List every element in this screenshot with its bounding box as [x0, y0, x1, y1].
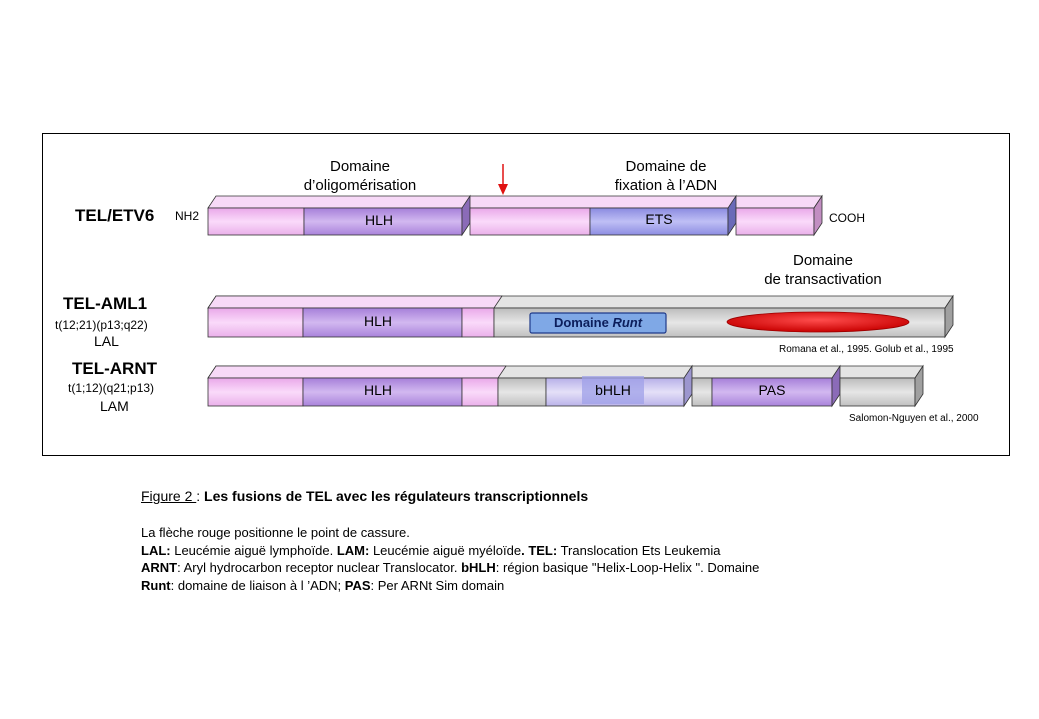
tel-segment-nh2	[207, 207, 305, 236]
tel-cooh: COOH	[829, 211, 865, 225]
notes-line-4: Runt: domaine de liaison à l ’ADN; PAS: …	[141, 577, 759, 595]
notes-line-3: ARNT: Aryl hydrocarbon receptor nuclear …	[141, 559, 759, 577]
aml1-translocation: t(12;21)(p13;q22)	[55, 318, 148, 332]
domain-adn-label: Domaine de fixation à l’ADN	[576, 157, 756, 195]
note-lal-value: Leucémie aiguë lymphoïde.	[170, 542, 337, 558]
note-tel-key: . TEL:	[521, 542, 558, 558]
note-lam-key: LAM:	[336, 542, 370, 558]
aml1-leukemia-type: LAL	[94, 333, 119, 349]
tel-nh2: NH2	[175, 209, 200, 223]
aml1-bar	[207, 294, 954, 339]
figure-notes: La flèche rouge positionne le point de c…	[141, 524, 759, 594]
aml1-segment-hlh	[302, 307, 463, 338]
domain-oligo-label: Domaine d’oligomérisation	[270, 157, 450, 195]
tel-segment-hlh	[303, 207, 463, 236]
arnt-bar	[207, 364, 924, 408]
figure-caption: Figure 2 : Les fusions de TEL avec les r…	[141, 488, 588, 504]
note-bhlh-key: bHLH	[461, 560, 496, 575]
runt-domain-box	[529, 312, 667, 334]
tel-ets-label: ETS	[645, 211, 673, 227]
domain-oligo-line2: d’oligomérisation	[303, 177, 417, 194]
arnt-segment-gray-2	[691, 377, 713, 407]
tel-bar	[207, 194, 823, 237]
breakpoint-arrow	[498, 164, 508, 195]
domain-trans-label: Domaine de transactivation	[733, 251, 913, 289]
note-pas-value: : Per ARNt Sim domain	[370, 577, 505, 593]
domain-adn-line2: fixation à l’ADN	[614, 177, 718, 194]
figure-title: Les fusions de TEL avec les régulateurs …	[204, 488, 589, 504]
note-bhlh-value: : région basique "Helix-Loop-Helix ". Do…	[495, 560, 760, 575]
arnt-segment-nh2	[207, 377, 304, 407]
aml1-segment-linker	[461, 307, 495, 338]
aml1-hlh-label: HLH	[363, 313, 392, 329]
runt-domain-label: Domaine Runt	[530, 315, 666, 330]
arnt-bhlh-label: bHLH	[595, 382, 631, 398]
note-arnt-value: : Aryl hydrocarbon receptor nuclear Tran…	[177, 560, 462, 575]
tel-segment-linker	[469, 207, 591, 236]
tel-hlh-label: HLH	[364, 212, 393, 228]
diagram-frame	[42, 133, 1010, 456]
note-runt-value: : domaine de liaison à l ’ADN;	[170, 577, 345, 593]
note-lam-value: Leucémie aiguë myéloïde	[369, 542, 522, 558]
note-arnt-key: ARNT	[141, 560, 178, 575]
aml1-reference: Romana et al., 1995. Golub et al., 1995	[779, 344, 954, 355]
bhlh-highlight	[582, 376, 644, 404]
arnt-segment-hlh	[302, 377, 463, 407]
arnt-pas-label: PAS	[758, 382, 786, 398]
arnt-reference: Salomon-Nguyen et al., 2000	[849, 413, 979, 424]
arnt-segment-linker	[461, 377, 499, 407]
note-lal-key: LAL:	[141, 542, 171, 558]
caption-separator: :	[196, 488, 205, 504]
runt-label-prefix: Domaine	[553, 315, 613, 330]
arnt-name: TEL-ARNT	[72, 359, 157, 378]
transactivation-ellipse	[726, 311, 910, 333]
domain-adn-line1: Domaine de	[625, 158, 707, 175]
domain-trans-line2: de transactivation	[764, 271, 882, 288]
notes-line-1: La flèche rouge positionne le point de c…	[141, 525, 410, 540]
arnt-segment-pas	[711, 377, 833, 407]
arnt-translocation: t(1;12)(q21;p13)	[68, 381, 155, 395]
domain-oligo-line1: Domaine	[329, 158, 391, 175]
aml1-name: TEL-AML1	[63, 294, 148, 313]
figure-number: Figure 2	[141, 488, 197, 504]
note-tel-value: Translocation Ets Leukemia	[557, 542, 721, 558]
arnt-segment-gray-3	[839, 377, 916, 407]
arnt-segment-gray-1	[497, 377, 547, 407]
note-runt-key: Runt	[141, 577, 171, 593]
tel-segment-cterm	[735, 207, 815, 236]
aml1-segment-nh2	[207, 307, 304, 338]
tel-name: TEL/ETV6	[75, 206, 155, 225]
arnt-hlh-label: HLH	[363, 382, 392, 398]
notes-line-2: LAL: Leucémie aiguë lymphoïde. LAM: Leuc…	[141, 542, 759, 560]
runt-label-italic: Runt	[612, 315, 643, 330]
domain-trans-line1: Domaine	[792, 252, 854, 269]
note-pas-key: PAS	[344, 577, 371, 593]
arnt-leukemia-type: LAM	[100, 398, 129, 414]
